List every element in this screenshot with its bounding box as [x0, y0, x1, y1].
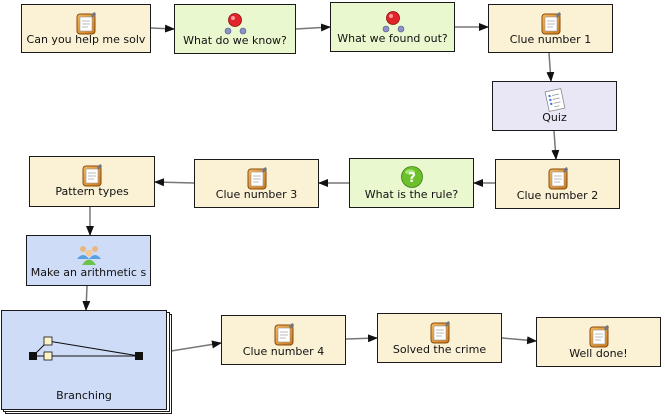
activity-node-6[interactable]: Clue number 2: [495, 159, 620, 209]
edge-n11-n12: [170, 340, 222, 352]
node-label: Make an arithmetic s: [30, 266, 147, 279]
node-label: Clue number 4: [242, 345, 325, 358]
activity-node-11[interactable]: Branching: [1, 310, 167, 410]
activity-node-2[interactable]: What do we know?: [174, 4, 296, 54]
activity-node-5[interactable]: Quiz: [492, 81, 617, 131]
node-label: Can you help me solv: [26, 33, 146, 46]
notepad-icon: [76, 12, 96, 35]
molecule-icon: [382, 11, 404, 33]
edge-n12-n13: [345, 334, 378, 343]
node-label: Quiz: [542, 111, 567, 124]
activity-node-1[interactable]: Can you help me solv: [21, 4, 151, 53]
activity-node-3[interactable]: What we found out?: [330, 2, 455, 52]
group-icon: [76, 246, 101, 265]
node-label: Branching: [56, 389, 112, 402]
checklist-icon: [544, 88, 565, 112]
edge-n2-n3: [295, 23, 331, 32]
node-label: What do we know?: [183, 34, 287, 47]
node-label: Clue number 2: [516, 189, 599, 202]
edge-n8-n9: [154, 178, 195, 187]
activity-node-7[interactable]: ? What is the rule?: [349, 158, 474, 208]
node-label: What we found out?: [337, 32, 448, 45]
svg-text:?: ?: [408, 171, 416, 186]
molecule-icon: [224, 13, 247, 35]
activity-node-9[interactable]: Pattern types: [29, 156, 155, 207]
edge-n10-n11: [82, 285, 91, 311]
node-label: Solved the crime: [392, 343, 487, 356]
activity-node-8[interactable]: Clue number 3: [194, 159, 319, 208]
node-label: Clue number 1: [509, 33, 592, 46]
notepad-icon: [274, 323, 294, 346]
activity-node-14[interactable]: Well done!: [536, 317, 661, 367]
notepad-icon: [589, 325, 609, 348]
notepad-icon: [548, 167, 568, 190]
node-label: Pattern types: [55, 185, 129, 198]
edge-n4-n5: [546, 52, 555, 82]
node-label: What is the rule?: [364, 188, 459, 201]
edge-n13-n14: [501, 336, 537, 345]
notepad-icon: [247, 167, 267, 190]
node-label: Clue number 3: [215, 188, 298, 201]
activity-node-10[interactable]: Make an arithmetic s: [26, 235, 151, 286]
activity-node-12[interactable]: Clue number 4: [221, 315, 346, 365]
edge-n5-n6: [551, 130, 560, 160]
activity-node-13[interactable]: Solved the crime: [377, 313, 502, 363]
notepad-icon: [430, 321, 450, 344]
branching-icon: [29, 336, 143, 361]
notepad-icon: [541, 12, 561, 35]
notepad-icon: [82, 164, 102, 187]
question-icon: ?: [400, 166, 423, 188]
activity-node-4[interactable]: Clue number 1: [488, 4, 613, 53]
edge-n1-n2: [150, 24, 175, 33]
node-label: Well done!: [569, 347, 628, 360]
